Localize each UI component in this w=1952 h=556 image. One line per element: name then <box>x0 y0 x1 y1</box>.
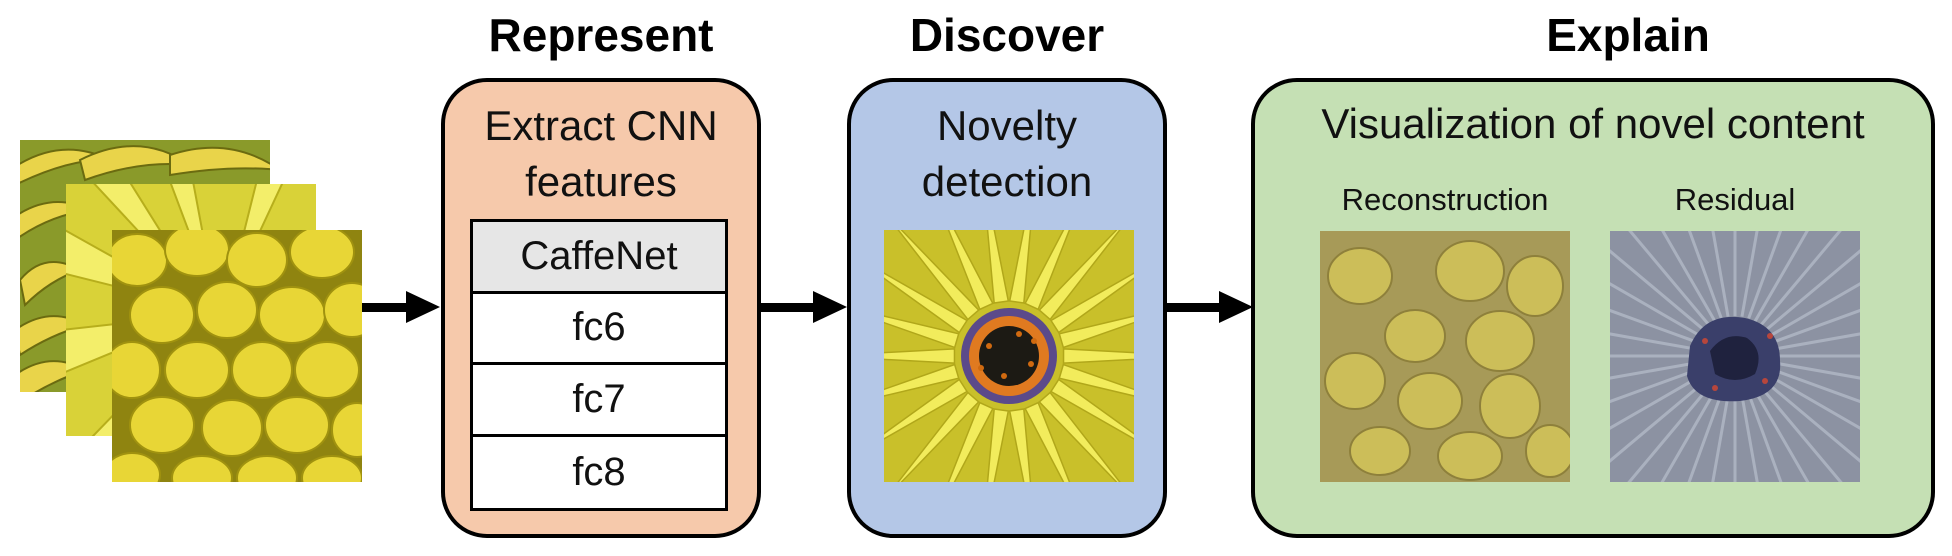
discover-box-title-line2: detection <box>921 158 1093 205</box>
reconstruction-label: Reconstruction <box>1341 182 1549 217</box>
layer-fc6: fc6 <box>473 294 725 365</box>
layer-fc8: fc8 <box>572 449 626 494</box>
represent-box-title-line1: Extract CNN <box>484 102 718 149</box>
explain-box-title: Visualization of novel content <box>1321 100 1865 147</box>
arrow-to-explain <box>1167 291 1253 323</box>
discover-box-title: Novelty detection <box>851 98 1163 210</box>
reconstruction-image <box>1320 231 1570 482</box>
explain-title: Explain <box>1546 9 1710 61</box>
layer-caffenet: CaffeNet <box>473 222 725 294</box>
input-image-lemons <box>112 230 362 482</box>
represent-box-title-line2: features <box>525 158 677 205</box>
represent-box-title: Extract CNN features <box>445 98 757 210</box>
residual-label: Residual <box>1674 182 1796 217</box>
arrow-to-represent <box>362 291 440 323</box>
cnn-layer-table: CaffeNet fc6 fc7 fc8 <box>470 219 728 511</box>
residual-image <box>1610 231 1860 482</box>
discover-box-title-line1: Novelty <box>936 102 1078 149</box>
discover-title: Discover <box>909 9 1105 61</box>
layer-fc7: fc7 <box>473 365 725 437</box>
novel-flower-image <box>884 230 1134 482</box>
arrow-to-discover <box>761 291 847 323</box>
represent-title: Represent <box>488 9 714 61</box>
